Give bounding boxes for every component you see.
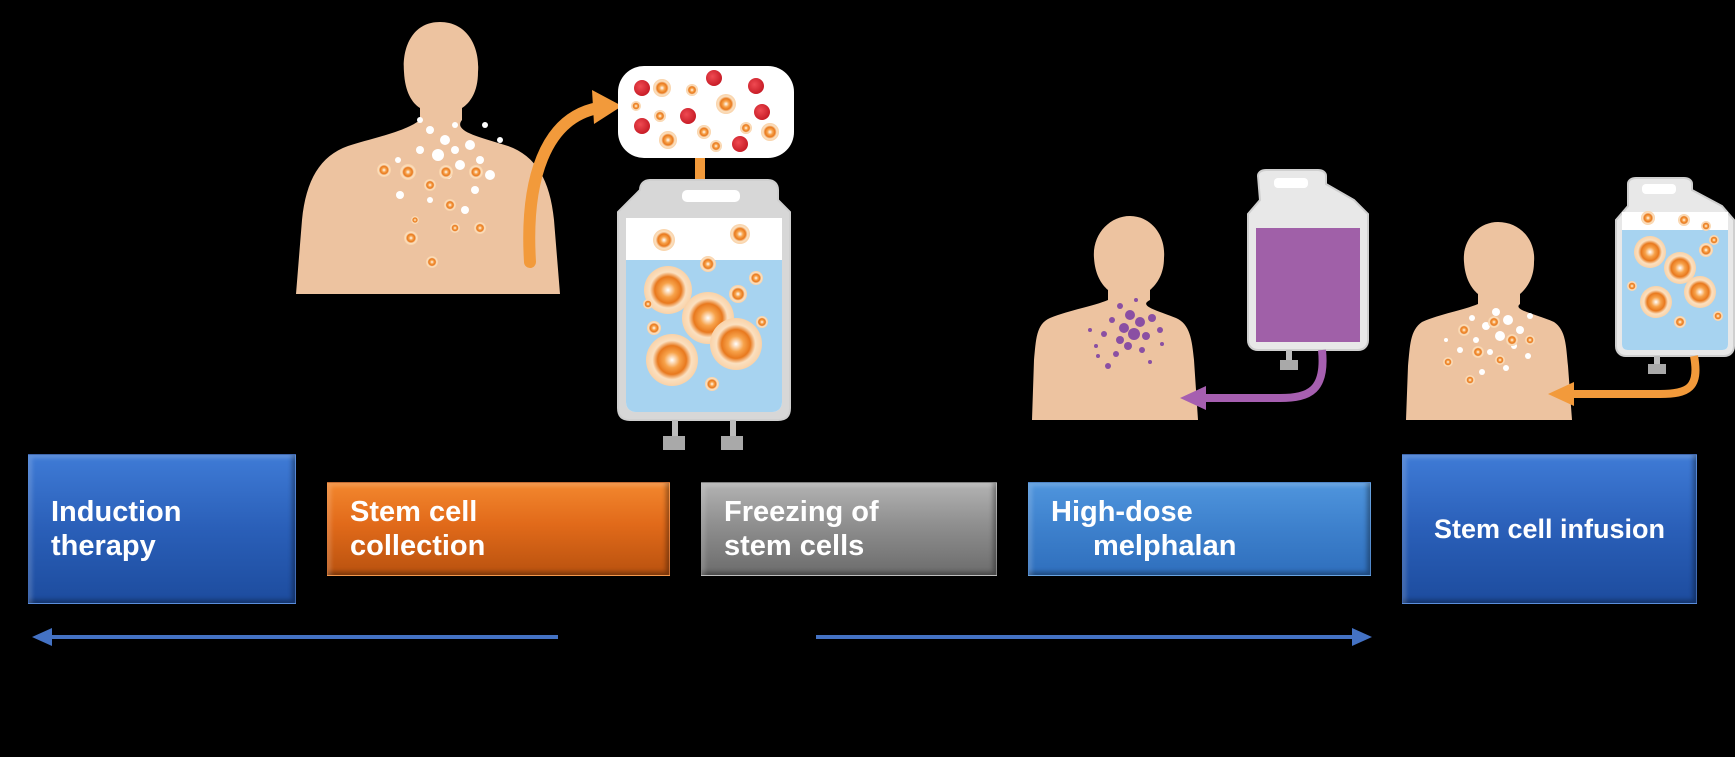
human-torso-icon bbox=[296, 22, 560, 294]
step-label-line: Freezing of bbox=[724, 496, 879, 528]
step-label-line: Induction bbox=[51, 496, 182, 528]
step-stem-cell-infusion: Stem cell infusion bbox=[1402, 454, 1697, 604]
step-label-line: melphalan bbox=[1093, 530, 1237, 562]
step-stem-cell-collection: Stem cell collection bbox=[327, 482, 670, 576]
step-high-dose-melphalan: High-dose melphalan bbox=[1028, 482, 1371, 576]
iv-bag-icon bbox=[1548, 177, 1735, 406]
curved-arrow-icon bbox=[523, 90, 622, 268]
step-label-line: Stem cell bbox=[350, 496, 478, 528]
step-label-line: stem cells bbox=[724, 530, 865, 562]
iv-bag-icon bbox=[617, 179, 791, 450]
step-induction-therapy: Induction therapy bbox=[28, 454, 296, 604]
step-label-line: High-dose bbox=[1051, 496, 1193, 528]
blood-sample-icon bbox=[618, 66, 794, 158]
step-label-line: therapy bbox=[51, 530, 156, 562]
human-torso-icon bbox=[1032, 216, 1198, 420]
step-freezing-stem-cells: Freezing of stem cells bbox=[701, 482, 997, 576]
iv-bag-icon bbox=[1180, 169, 1369, 410]
step-label-line: Stem cell infusion bbox=[1433, 514, 1666, 544]
timeline-arrow-left bbox=[32, 628, 558, 646]
step-label-line: collection bbox=[350, 530, 486, 562]
human-torso-icon bbox=[1406, 222, 1572, 420]
timeline-arrow-right bbox=[816, 628, 1372, 646]
